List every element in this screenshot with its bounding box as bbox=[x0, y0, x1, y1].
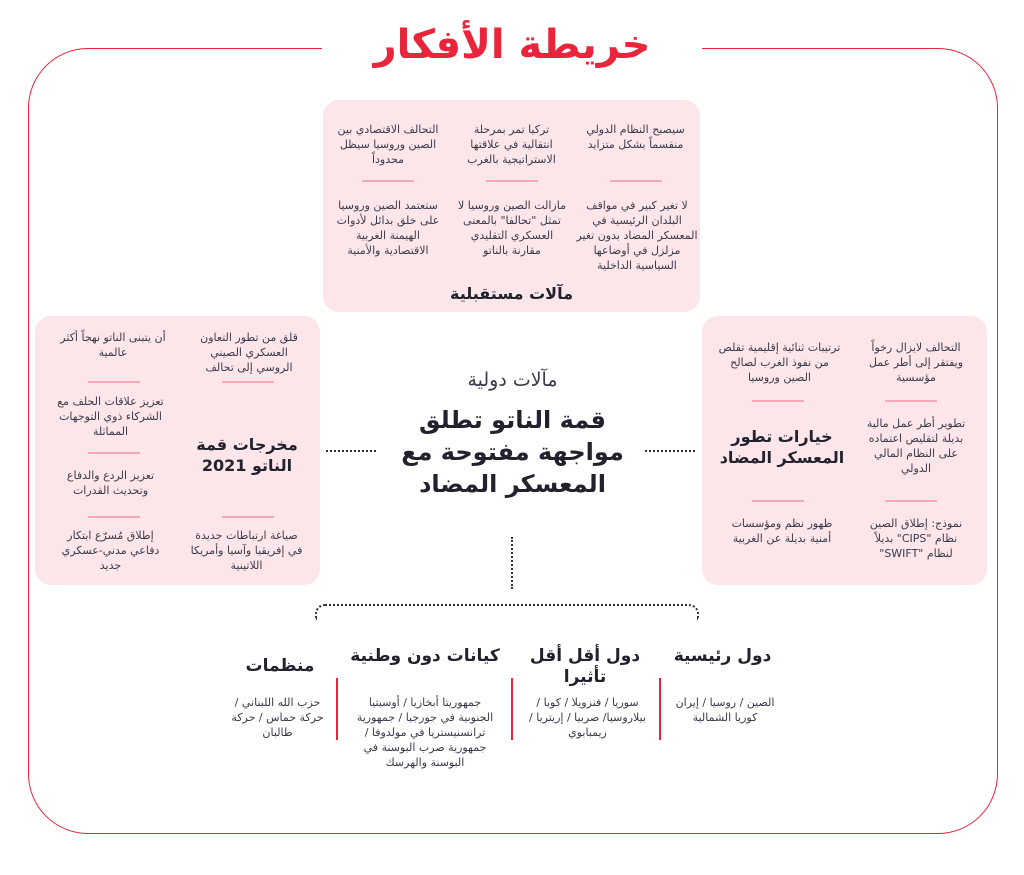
counter-item: تطوير أطر عمل مالية بديلة لتقليص اعتماده… bbox=[866, 417, 966, 475]
connector-right bbox=[645, 450, 695, 452]
divider bbox=[88, 452, 140, 454]
nato-item: إطلاق مُسرّع ابتكار دفاعي مدني-عسكري جدي… bbox=[61, 529, 160, 572]
nato-heading: مخرجات قمة الناتو 2021 bbox=[196, 435, 298, 475]
divider bbox=[610, 180, 662, 182]
counter-item: نموذج: إطلاق الصين نظام "CIPS" بديلاً لن… bbox=[869, 517, 963, 560]
group-title: كيانات دون وطنية bbox=[350, 646, 500, 666]
future-item: مازالت الصين وروسيا لا تمثل "تحالفا" بال… bbox=[458, 199, 566, 257]
nato-panel: قلق من تطور التعاون العسكري الصيني الروس… bbox=[35, 316, 320, 585]
connector-left bbox=[326, 450, 376, 452]
group-title: منظمات bbox=[245, 656, 315, 676]
bracket bbox=[315, 604, 699, 620]
divider bbox=[88, 381, 140, 383]
nato-item: أن يتبنى الناتو نهجاً أكثر عالمية bbox=[60, 331, 166, 359]
divider bbox=[336, 678, 338, 740]
divider bbox=[222, 516, 274, 518]
group-title: دول أقل أقل تأثيرا bbox=[529, 646, 641, 687]
group-text: حزب الله اللبناني / حركة حماس / حركة طال… bbox=[231, 696, 324, 739]
counter-heading: خيارات تطور المعسكر المضاد bbox=[719, 427, 845, 467]
divider bbox=[885, 500, 937, 502]
divider bbox=[885, 400, 937, 402]
future-panel: سيصبح النظام الدولي منقسماً بشكل متزايد … bbox=[323, 100, 700, 312]
center-subtitle: مآلات دولية bbox=[467, 369, 558, 391]
counter-panel: التحالف لايزال رخواً ويفتقر إلى أطر عمل … bbox=[702, 316, 987, 585]
divider bbox=[511, 678, 513, 740]
nato-item: صياغة ارتباطات جديدة في إفريقيا وآسيا وأ… bbox=[190, 529, 303, 572]
divider bbox=[752, 500, 804, 502]
counter-item: ظهور نظم ومؤسسات أمنية بديلة عن الغربية bbox=[731, 517, 833, 545]
nato-item: تعزيز الردع والدفاع وتحديث القدرات bbox=[66, 469, 155, 497]
group-title: دول رئيسية bbox=[673, 646, 772, 666]
future-item: تركيا تمر بمرحلة انتقالية في علاقتها الا… bbox=[467, 123, 556, 166]
group-text: الصين / روسيا / إيران كوريا الشمالية bbox=[675, 696, 775, 724]
group-text: سوريا / فنزويلا / كوبا / بيلاروسيا/ صربي… bbox=[529, 696, 646, 739]
future-item: سيصبح النظام الدولي منقسماً بشكل متزايد bbox=[586, 123, 685, 151]
nato-item: تعزيز علاقات الحلف مع الشركاء ذوي التوجه… bbox=[57, 395, 164, 438]
counter-item: التحالف لايزال رخواً ويفتقر إلى أطر عمل … bbox=[868, 341, 964, 384]
divider bbox=[362, 180, 414, 182]
group-text: جمهوريتا أبخازيا / أوسيتيا الجنوبية في ج… bbox=[356, 696, 494, 769]
future-item: التحالف الاقتصادي بين الصين وروسيا سيظل … bbox=[337, 123, 439, 166]
center-headline: قمة الناتو تطلق مواجهة مفتوحة مع المعسكر… bbox=[401, 406, 624, 498]
counter-item: ترتيبات ثنائية إقليمية تقلص من نفوذ الغر… bbox=[718, 341, 841, 384]
divider bbox=[659, 678, 661, 740]
page-title: خريطة الأفكار bbox=[373, 22, 651, 68]
divider bbox=[752, 400, 804, 402]
divider bbox=[88, 516, 140, 518]
nato-item: قلق من تطور التعاون العسكري الصيني الروس… bbox=[200, 331, 298, 374]
future-item: ستعتمد الصين وروسيا على خلق بدائل لأدوات… bbox=[336, 199, 440, 257]
future-heading: مآلات مستقبلية bbox=[449, 284, 573, 303]
connector-down bbox=[511, 537, 513, 589]
divider bbox=[222, 381, 274, 383]
future-item: لا تغير كبير في مواقف البلدان الرئيسية ف… bbox=[576, 199, 698, 272]
divider bbox=[486, 180, 538, 182]
